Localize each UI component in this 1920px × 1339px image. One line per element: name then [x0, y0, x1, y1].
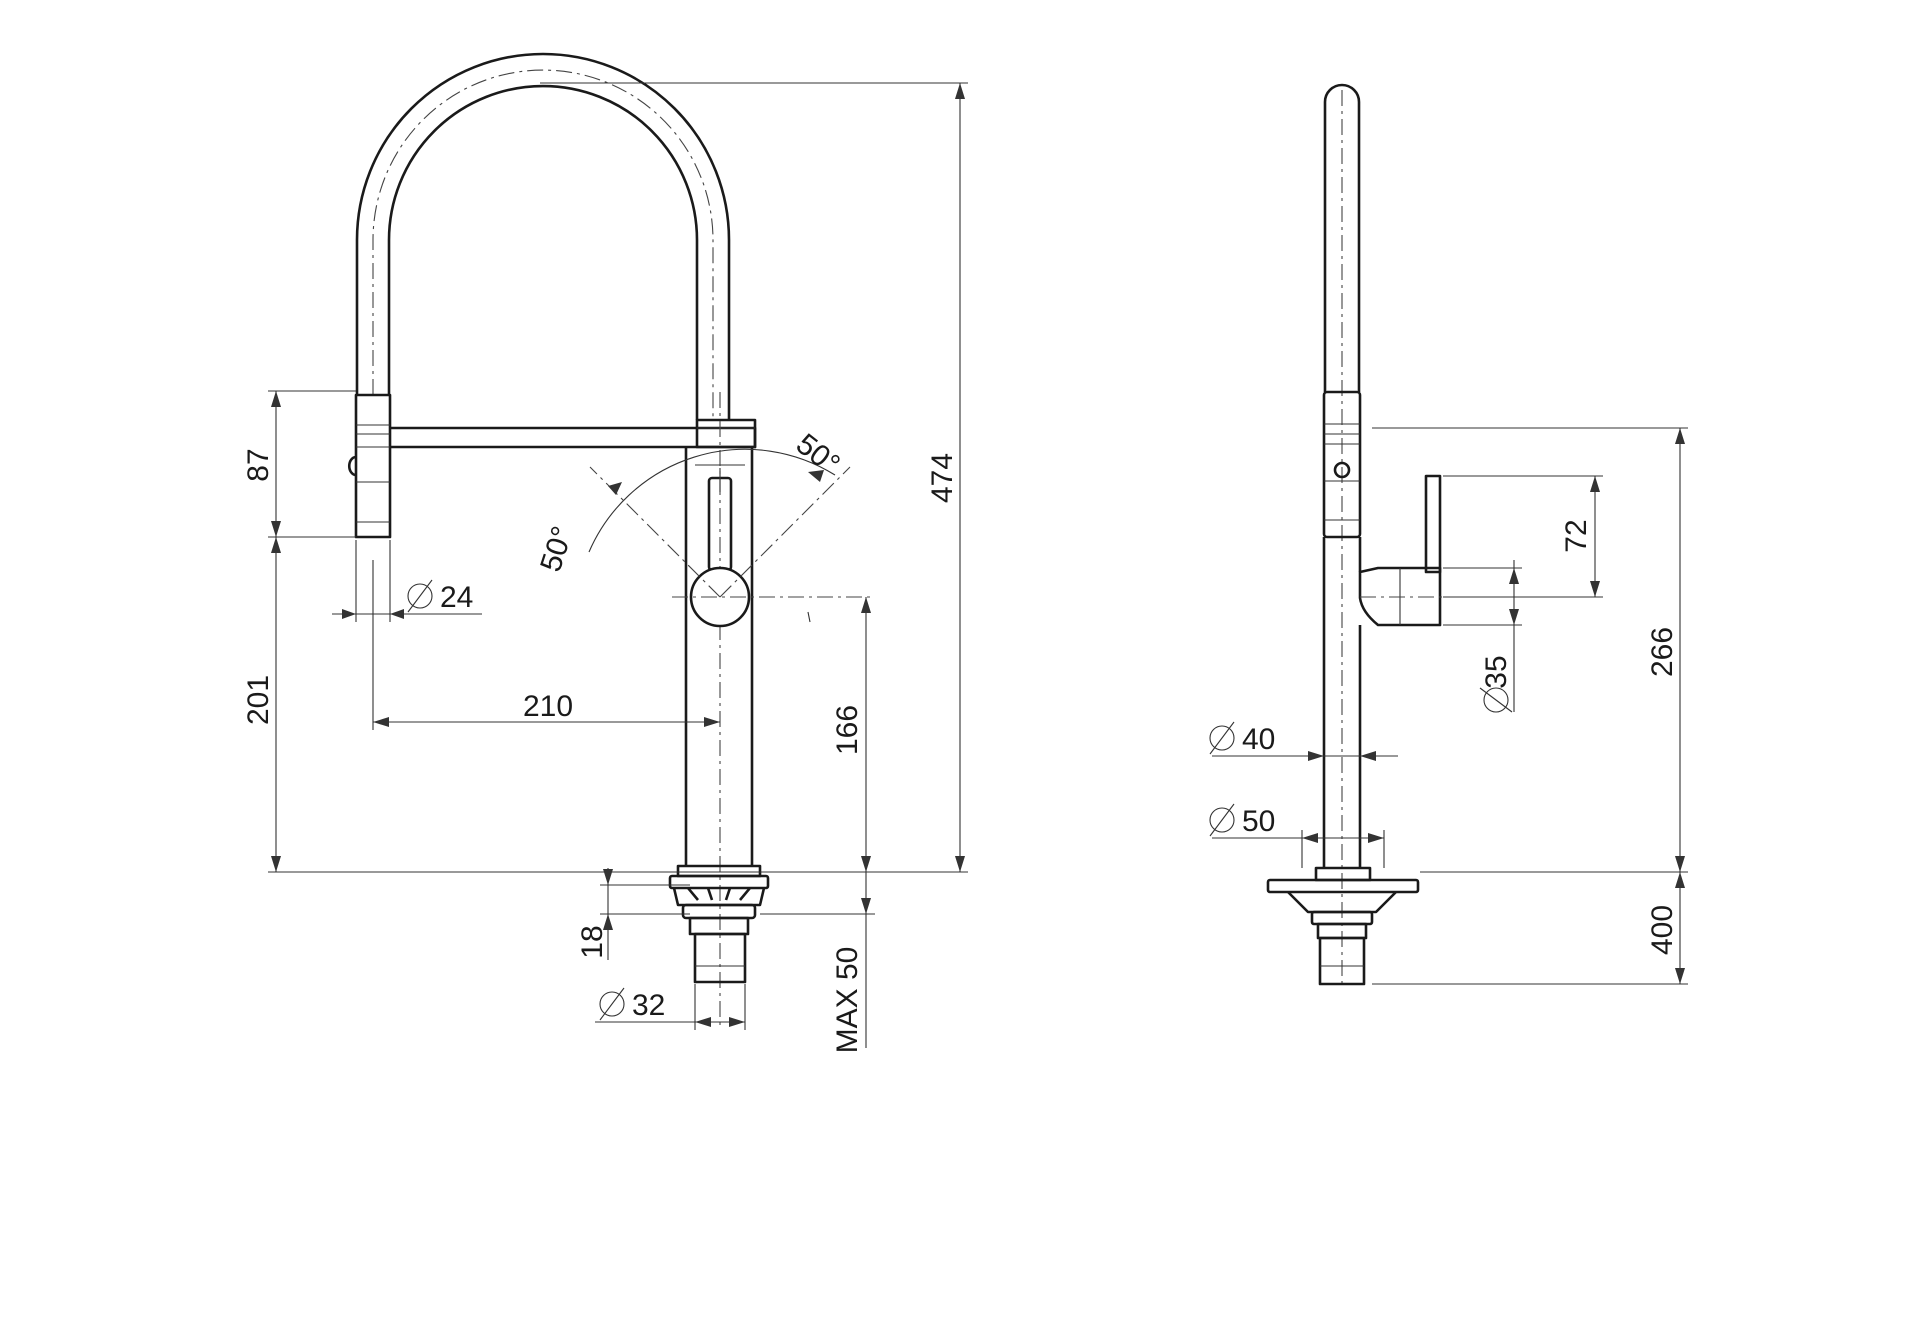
lever-handle — [588, 448, 870, 628]
spray-head — [347, 393, 392, 539]
dim-side-lever-length: 72 — [1443, 475, 1603, 598]
label-24: 24 — [440, 581, 473, 614]
dim-side-body-diameter: 40 — [1209, 721, 1398, 761]
dim-side-heights: 266 400 — [1372, 427, 1688, 985]
label-angle-right: 50° — [790, 428, 846, 482]
dim-side-lever-diameter: 35 — [1443, 560, 1522, 713]
dim-spray-diameter: 24 — [332, 540, 482, 622]
gooseneck-spout — [355, 52, 731, 420]
label-max-50: MAX 50 — [831, 947, 864, 1054]
front-view: 474 87 201 24 — [242, 52, 968, 1053]
side-lever — [1358, 474, 1460, 627]
label-40: 40 — [1242, 723, 1275, 756]
side-spout — [1323, 83, 1361, 985]
dim-reach: 210 — [372, 560, 720, 730]
dim-total-height: 474 — [268, 82, 968, 873]
label-166: 166 — [831, 705, 864, 755]
label-474: 474 — [926, 453, 959, 503]
label-50: 50 — [1242, 805, 1275, 838]
mounting-base — [668, 864, 770, 984]
tap-body — [684, 392, 754, 1030]
label-87: 87 — [242, 448, 275, 481]
holder-arm — [390, 418, 757, 449]
label-72: 72 — [1560, 519, 1593, 552]
side-mounting-base — [1266, 866, 1420, 986]
dim-deck: 18 MAX 50 — [576, 868, 875, 1053]
dim-handle-height: 166 — [831, 597, 871, 872]
side-view: 72 35 266 400 — [1209, 83, 1688, 986]
label-210: 210 — [523, 690, 573, 723]
label-201: 201 — [242, 675, 275, 725]
dim-lever-angles: 50° 50° — [534, 428, 846, 576]
label-32: 32 — [632, 989, 665, 1022]
side-spray-head — [1322, 390, 1362, 539]
dim-side-base-diameter: 50 — [1209, 803, 1385, 868]
label-400: 400 — [1646, 905, 1679, 955]
dim-shank-diameter: 32 — [595, 984, 746, 1030]
label-angle-left: 50° — [534, 522, 579, 575]
label-18: 18 — [576, 925, 609, 958]
dim-head-heights: 87 201 — [242, 390, 356, 872]
label-35: 35 — [1480, 655, 1513, 688]
side-body — [1322, 537, 1362, 868]
label-266: 266 — [1646, 627, 1679, 677]
